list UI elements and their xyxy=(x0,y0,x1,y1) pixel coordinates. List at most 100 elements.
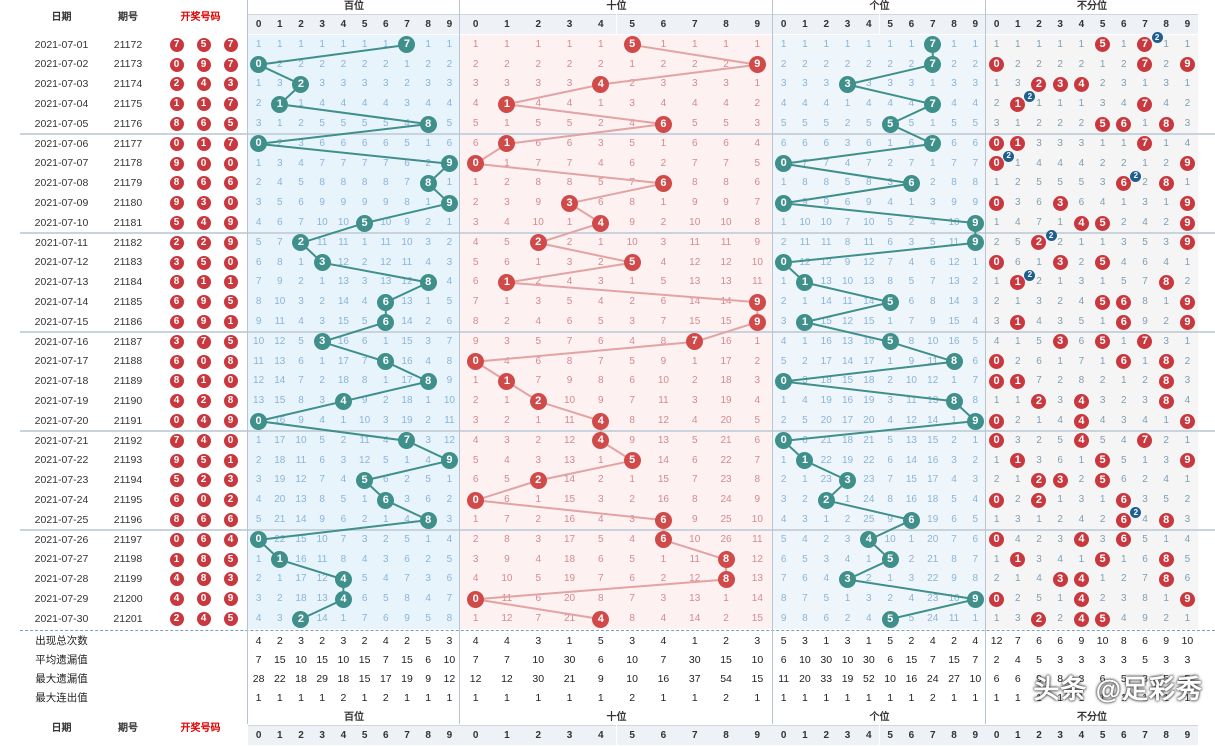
miss-value: 15 xyxy=(863,316,875,328)
miss-value: 5 xyxy=(951,494,957,506)
miss-value: 2 xyxy=(425,217,431,229)
miss-value: 13 xyxy=(820,276,832,288)
miss-value: 4 xyxy=(504,454,510,466)
miss-value: 1 xyxy=(1078,454,1085,466)
stats-value: 7 xyxy=(929,653,936,666)
miss-value: 6 xyxy=(1015,256,1021,268)
miss-value: 1 xyxy=(1078,38,1085,50)
miss-value: 3 xyxy=(1099,395,1106,407)
miss-value: 2 xyxy=(866,58,872,70)
any-hit-cell: 5 xyxy=(1092,114,1113,134)
header-section-title: 个位 xyxy=(869,1,890,12)
win-number-cell: 1 xyxy=(217,312,244,332)
win-number-cell: 0 xyxy=(217,154,244,174)
stats-value: 5 xyxy=(780,635,787,648)
stats-value: 3 xyxy=(802,635,808,648)
miss-value: 3 xyxy=(383,78,389,90)
miss-value: 6 xyxy=(566,137,573,149)
miss-value: 2 xyxy=(1163,217,1169,229)
miss-value: 2 xyxy=(255,454,262,466)
miss-value: 15 xyxy=(927,434,939,446)
miss-value: 2 xyxy=(340,58,347,70)
miss-value: 6 xyxy=(361,593,368,605)
miss-value: 5 xyxy=(1184,553,1191,565)
stats-value: 1 xyxy=(972,691,979,704)
win-number-cell: 8 xyxy=(163,372,190,392)
hit-ball: 0 xyxy=(775,155,793,173)
miss-value: 9 xyxy=(929,316,936,328)
miss-value: 8 xyxy=(535,177,542,189)
win-number-cell: 9 xyxy=(163,193,190,213)
row-issue: 21195 xyxy=(113,494,143,507)
miss-value: 14 xyxy=(689,613,701,625)
row-date: 2021-07-30 xyxy=(34,612,89,625)
miss-value: 5 xyxy=(660,276,667,288)
miss-value: 10 xyxy=(563,395,576,407)
miss-value: 4 xyxy=(887,197,893,209)
miss-value: 2 xyxy=(1163,613,1169,625)
any-hit-ball: 8 xyxy=(1158,116,1174,132)
miss-value: 12 xyxy=(443,434,455,446)
miss-value: 17 xyxy=(295,573,307,585)
hit-cell: 6 xyxy=(901,510,922,530)
miss-value: 4 xyxy=(1099,197,1106,209)
hit-ball: 6 xyxy=(654,174,672,192)
miss-value: 7 xyxy=(1036,375,1042,387)
header-digit-label: 3 xyxy=(311,14,333,34)
miss-value: 7 xyxy=(298,375,304,387)
miss-value: 5 xyxy=(383,454,389,466)
miss-value: 6 xyxy=(383,137,389,149)
miss-value: 1 xyxy=(298,256,304,268)
footer-digit-label: 8 xyxy=(943,725,965,746)
hit-cell: 8 xyxy=(418,372,439,392)
hit-ball: 5 xyxy=(356,214,374,232)
miss-value: 22 xyxy=(927,573,939,585)
miss-value: 1 xyxy=(972,256,979,268)
miss-value: 20 xyxy=(820,415,832,427)
miss-value: 2 xyxy=(629,296,635,308)
miss-value: 18 xyxy=(927,494,939,506)
header-digit-label: 2 xyxy=(1028,14,1050,34)
miss-value: 8 xyxy=(823,177,830,189)
miss-value: 7 xyxy=(887,256,893,268)
miss-value: 1 xyxy=(629,276,635,288)
miss-value: 2 xyxy=(1163,316,1169,328)
miss-value: 7 xyxy=(1036,217,1042,229)
miss-value: 4 xyxy=(887,98,893,110)
any-hit-ball: 2 xyxy=(1031,76,1047,92)
win-number-ball: 2 xyxy=(223,493,238,508)
stats-value: 11 xyxy=(778,672,790,685)
miss-value: 12 xyxy=(863,256,875,268)
miss-value: 12 xyxy=(380,256,392,268)
any-hit-ball: 8 xyxy=(1158,274,1174,290)
miss-value: 13 xyxy=(948,276,960,288)
stats-value: 7 xyxy=(504,653,510,666)
miss-value: 6 xyxy=(1184,573,1191,585)
miss-value: 12 xyxy=(689,256,701,268)
miss-value: 6 xyxy=(298,197,304,209)
hit-ball: 7 xyxy=(924,56,942,74)
win-number-cell: 4 xyxy=(190,431,217,451)
stats-value: 1 xyxy=(660,691,667,704)
miss-value: 6 xyxy=(629,157,635,169)
win-number-ball: 9 xyxy=(169,156,184,171)
miss-value: 6 xyxy=(404,157,410,169)
hit-ball: 9 xyxy=(966,214,984,232)
miss-value: 5 xyxy=(404,137,410,149)
miss-value: 2 xyxy=(255,98,262,110)
any-hit-ball: 4 xyxy=(1073,571,1089,587)
miss-value: 9 xyxy=(908,355,915,367)
miss-value: 4 xyxy=(446,98,453,110)
miss-value: 1 xyxy=(780,276,787,288)
miss-value: 3 xyxy=(972,296,979,308)
hit-ball: 2 xyxy=(529,392,547,410)
header-digit-label: 9 xyxy=(438,14,460,34)
hit-ball: 0 xyxy=(775,254,793,272)
stats-value: 7 xyxy=(255,653,262,666)
hit-cell: 0 xyxy=(773,253,794,273)
miss-value: 2 xyxy=(660,217,667,229)
miss-value: 2 xyxy=(844,514,851,526)
miss-value: 18 xyxy=(563,553,576,565)
miss-value: 7 xyxy=(598,355,604,367)
win-number-cell: 4 xyxy=(190,213,217,233)
